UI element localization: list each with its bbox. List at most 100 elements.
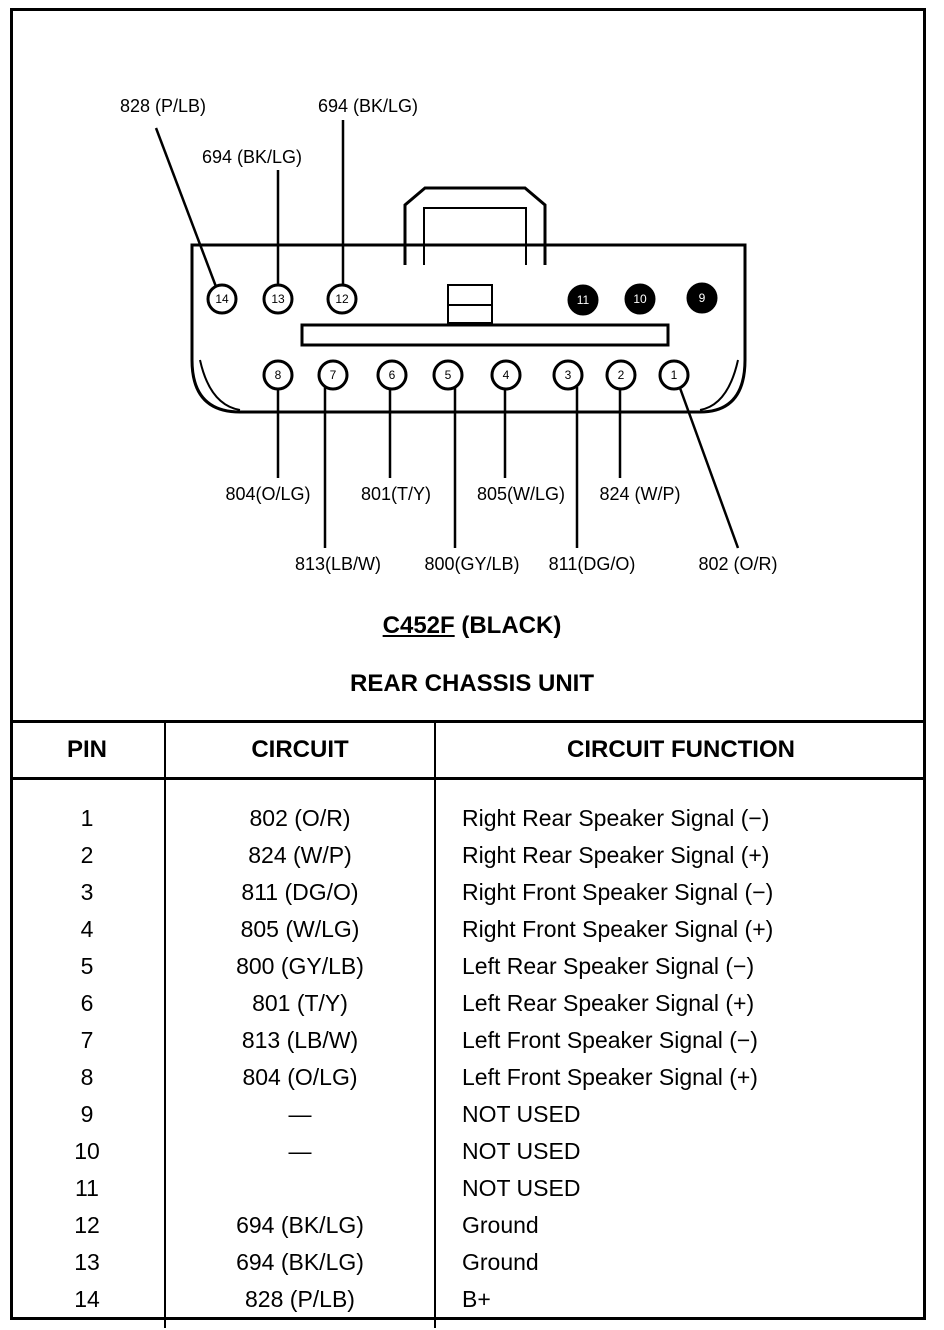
circuit-cell: 813 (LB/W) [164,1022,435,1059]
pin-5-number: 5 [445,368,452,382]
pin-11: 11 [567,284,599,316]
circuit-cell: 805 (W/LG) [164,911,435,948]
pin-cell: 9 [80,1101,94,1127]
table-row: 12 694 (BK/LG)Ground [10,1207,926,1244]
pin-12-number: 12 [335,292,349,306]
circuit-cell: 804 (O/LG) [164,1059,435,1096]
wire-label-pin-1: 802 (O/R) [698,554,777,574]
pin-5-circle [432,359,464,391]
pin-12: 12 [326,283,358,315]
pin-layer: 14 13 12 11 10 9 8 7 6 5 4 3 2 1 [206,282,718,391]
pin-8-number: 8 [275,368,282,382]
pin-3-number: 3 [565,368,572,382]
pin-cell: 5 [80,953,94,979]
pin-cell: 6 [80,990,94,1016]
pin-11-circle [567,284,599,316]
function-cell: Right Front Speaker Signal (−) [434,874,926,911]
pin-13-circle [262,283,294,315]
wire-label-pin-14: 828 (P/LB) [120,96,206,116]
unit-name: REAR CHASSIS UNIT [349,670,595,697]
pin-9-number: 9 [699,291,706,305]
function-cell: Left Front Speaker Signal (+) [434,1059,926,1096]
pin-12-circle [326,283,358,315]
pin-cell: 14 [74,1286,100,1312]
pin-13-number: 13 [271,292,285,306]
pin-6-number: 6 [389,368,396,382]
pin-10-number: 10 [633,292,647,306]
pin-13: 13 [262,283,294,315]
pin-2: 2 [605,359,637,391]
function-cell: Right Front Speaker Signal (+) [434,911,926,948]
pin-1-number: 1 [671,368,678,382]
pin-cell: 7 [80,1027,94,1053]
table-row: 7 813 (LB/W)Left Front Speaker Signal (−) [10,1022,926,1059]
pin-2-circle [605,359,637,391]
wire-label-pin-2: 824 (W/P) [599,484,680,504]
pin-8-circle [262,359,294,391]
wire-label-pin-3: 811(DG/O) [549,554,636,574]
function-cell: Left Front Speaker Signal (−) [434,1022,926,1059]
pin-3-circle [552,359,584,391]
pin-4-number: 4 [503,368,510,382]
pin-9-circle [686,282,718,314]
pin-cell: 3 [80,879,94,905]
circuit-cell: 801 (T/Y) [164,985,435,1022]
circuit-cell: — [164,1096,435,1133]
function-cell: Left Rear Speaker Signal (+) [434,985,926,1022]
circuit-cell: 802 (O/R) [164,778,435,837]
pin-3: 3 [552,359,584,391]
pin-11-number: 11 [577,293,590,307]
header-function: CIRCUIT FUNCTION [434,720,926,780]
circuit-cell [164,1170,435,1207]
pin-7: 7 [317,359,349,391]
pin-cell: 12 [74,1212,100,1238]
function-cell: NOT USED [434,1096,926,1133]
table-row: 5 800 (GY/LB)Left Rear Speaker Signal (−) [10,948,926,985]
function-cell: Left Rear Speaker Signal (−) [434,948,926,985]
wire-label-pin-8: 804(O/LG) [225,484,310,504]
function-cell: Right Rear Speaker Signal (+) [434,837,926,874]
pin-cell: 8 [80,1064,94,1090]
pin-4-circle [490,359,522,391]
table-row: 10—NOT USED [10,1133,926,1170]
pin-2-number: 2 [618,368,625,382]
wire-label-pin-4: 805(W/LG) [477,484,565,504]
wire-label-pin-7: 813(LB/W) [295,554,381,574]
table-row: 14 828 (P/LB)B+ [10,1281,926,1328]
connector-diagram: 14 13 12 11 10 9 8 7 6 5 4 3 2 1 828 (P/LB) 694 (BK/LG… [120,96,778,574]
function-cell: Ground [434,1244,926,1281]
pin-cell: 2 [80,842,94,868]
pin-6: 6 [376,359,408,391]
connector-code: C452F [382,612,455,639]
connector-color: (BLACK) [461,612,562,639]
header-circuit: CIRCUIT [164,720,435,780]
function-cell: NOT USED [434,1133,926,1170]
pin-9: 9 [686,282,718,314]
wire-label-pin-13: 694 (BK/LG) [202,147,302,167]
table-row: 9 —NOT USED [10,1096,926,1133]
pin-7-circle [317,359,349,391]
wire-label-pin-12: 694 (BK/LG) [318,96,418,116]
pin-7-number: 7 [330,368,337,382]
connector-body [190,186,747,414]
circuit-cell: 694 (BK/LG) [164,1207,435,1244]
function-cell: B+ [434,1281,926,1328]
pin-cell: 1 [80,805,94,831]
pin-1-circle [658,359,690,391]
wire-label-pin-5: 800(GY/LB) [424,554,519,574]
circuit-cell: — [164,1133,435,1170]
function-cell: NOT USED [434,1170,926,1207]
pin-1: 1 [658,359,690,391]
table-row: 8 804 (O/LG)Left Front Speaker Signal (+) [10,1059,926,1096]
pin-14-number: 14 [215,292,229,306]
circuit-cell: 828 (P/LB) [164,1281,435,1328]
function-cell: Ground [434,1207,926,1244]
circuit-cell: 800 (GY/LB) [164,948,435,985]
